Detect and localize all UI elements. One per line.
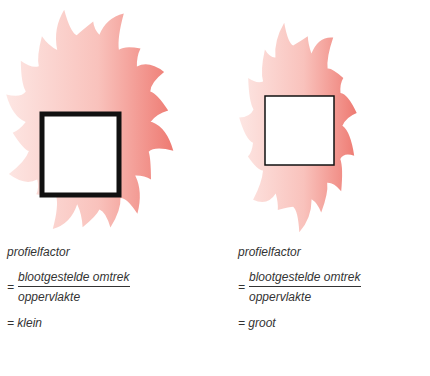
- thin-steel-section: [265, 96, 334, 165]
- numerator: blootgestelde omtrek: [18, 270, 129, 284]
- result-text: = groot: [238, 316, 276, 330]
- fraction-bar: [249, 286, 361, 287]
- formula-heading: profielfactor: [7, 245, 70, 259]
- fire-flames: [239, 23, 357, 232]
- equals-sign: =: [238, 280, 245, 294]
- denominator: oppervlakte: [249, 290, 311, 304]
- result-text: = klein: [7, 316, 42, 330]
- fire-flames: [6, 10, 173, 229]
- formula-heading: profielfactor: [238, 245, 301, 259]
- fraction-bar: [18, 286, 130, 287]
- fraction: = blootgestelde omtrek oppervlakte: [7, 270, 130, 304]
- numerator: blootgestelde omtrek: [249, 270, 360, 284]
- thick-steel-section: [42, 114, 119, 195]
- fraction-column: blootgestelde omtrek oppervlakte: [18, 270, 130, 304]
- equals-sign: =: [7, 280, 14, 294]
- fraction-column: blootgestelde omtrek oppervlakte: [249, 270, 361, 304]
- denominator: oppervlakte: [18, 290, 80, 304]
- fraction: = blootgestelde omtrek oppervlakte: [238, 270, 361, 304]
